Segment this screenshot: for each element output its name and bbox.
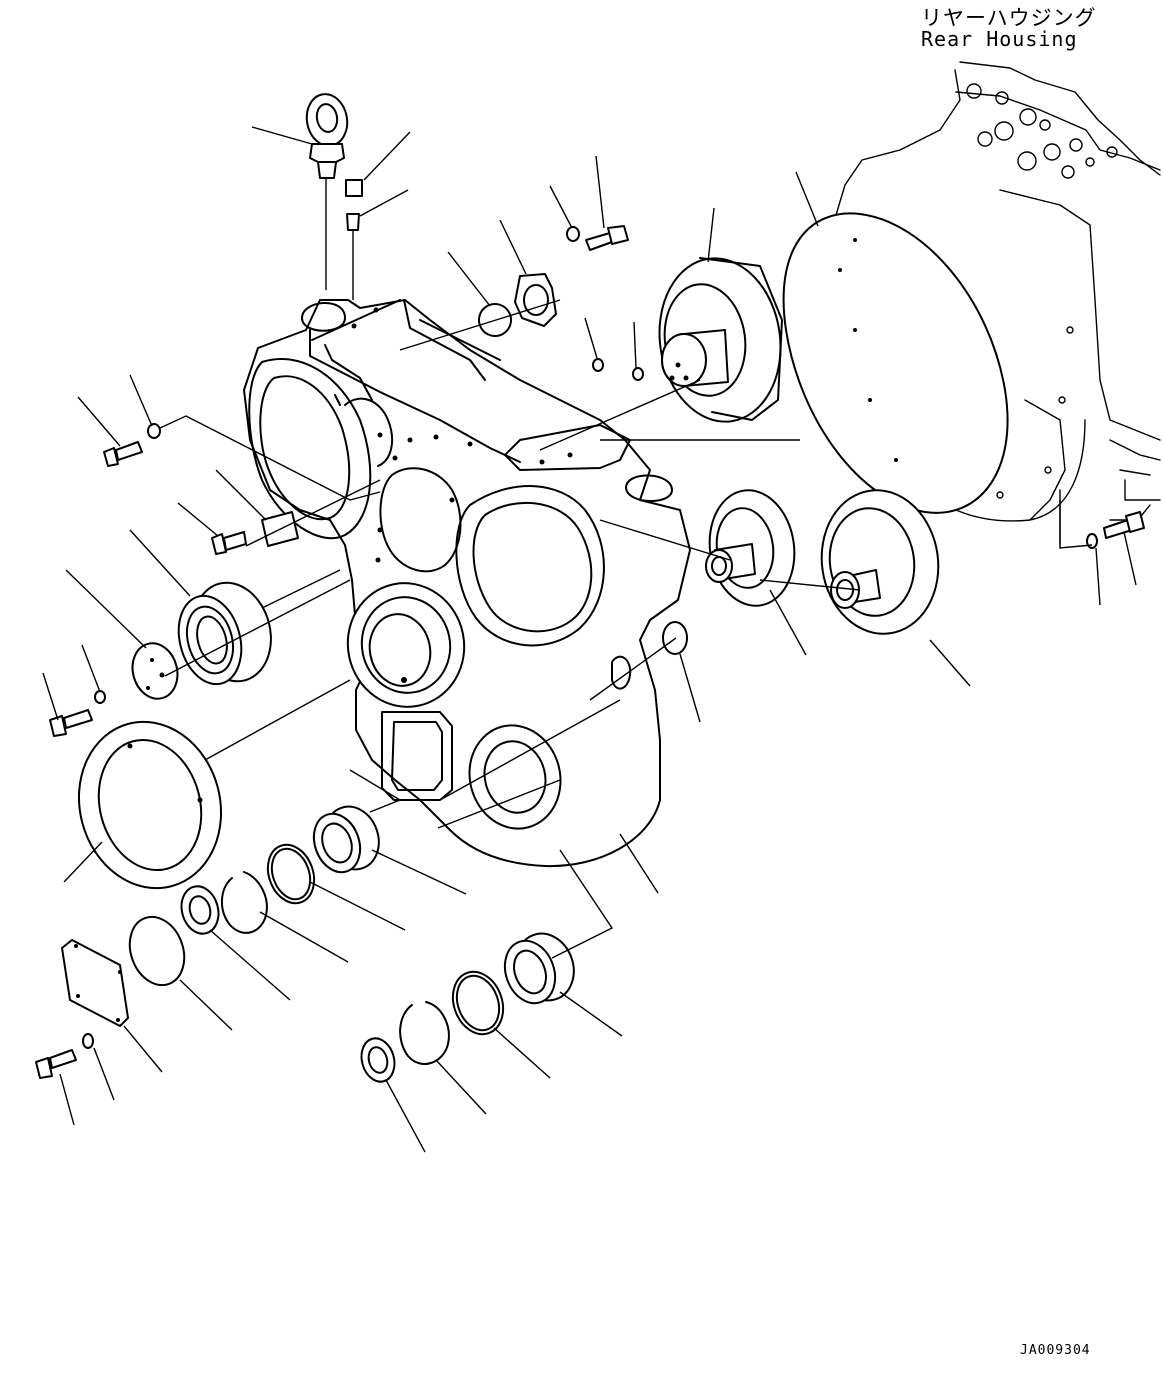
lower-gear xyxy=(759,489,940,635)
upper-gear xyxy=(658,257,783,423)
lock-nut-right xyxy=(360,1037,396,1083)
rear-housing-label-japanese: リヤーハウジング xyxy=(921,6,1097,30)
drawing-code: JA009304 xyxy=(1020,1343,1091,1358)
cover-gasket xyxy=(128,915,186,987)
ring-right xyxy=(451,970,505,1036)
large-cover xyxy=(77,720,223,890)
leader-lines xyxy=(42,126,1137,1153)
left-shim-plate xyxy=(131,642,179,700)
transfer-case-body xyxy=(243,299,691,868)
left-bolt-lower xyxy=(49,690,106,737)
rear-housing xyxy=(835,61,1161,546)
snap-ring-right xyxy=(399,1001,450,1065)
right-bolt xyxy=(1086,511,1145,549)
lower-bolt xyxy=(35,1033,94,1079)
eye-bolt xyxy=(305,93,349,290)
left-bolt-mid xyxy=(211,531,247,555)
plug-1 xyxy=(345,179,363,197)
plug-2 xyxy=(346,213,360,300)
rear-housing-label-english: Rear Housing xyxy=(921,27,1078,51)
assembly-lines xyxy=(159,379,1093,959)
ring-left xyxy=(266,843,316,905)
middle-gear xyxy=(705,489,796,607)
snap-ring-left xyxy=(221,871,268,934)
lock-nut-left xyxy=(180,885,220,935)
bearing-left-lower xyxy=(312,805,380,874)
left-bearing xyxy=(177,581,272,686)
bearing-right-lower xyxy=(503,932,575,1005)
cover-plate xyxy=(61,939,129,1027)
housing-gasket xyxy=(782,212,1009,514)
left-bolt-upper xyxy=(103,423,161,467)
small-cover-group xyxy=(399,225,644,381)
